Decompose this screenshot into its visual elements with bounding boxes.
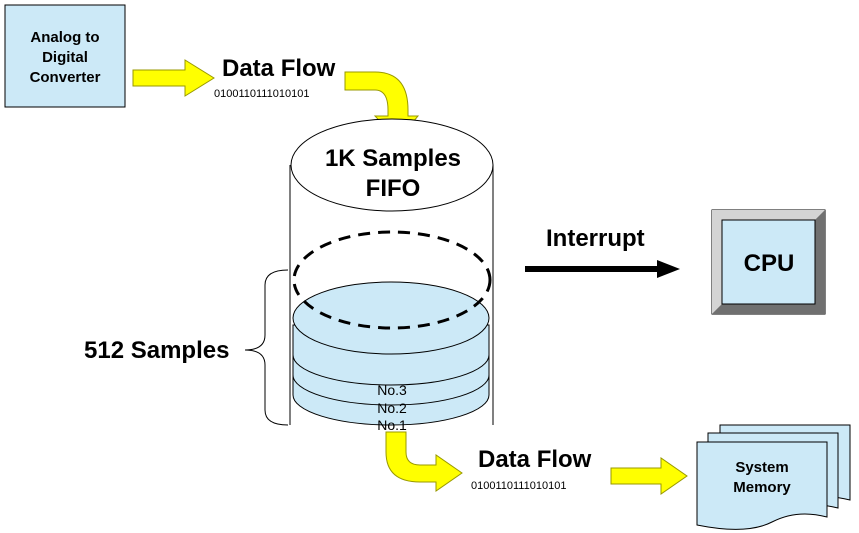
- layer-label-no1: No.1: [377, 417, 407, 433]
- cpu-box: CPU: [711, 209, 826, 315]
- adc-label-line2: Digital: [42, 49, 88, 66]
- bottom-data-flow-bits: 0100110111010101: [471, 480, 566, 492]
- threshold-ellipse: [292, 230, 492, 330]
- bottom-data-flow-label: Data Flow: [478, 446, 592, 473]
- fifo-label-line1: 1K Samples: [325, 145, 461, 172]
- adc-label-line1: Analog to: [30, 29, 99, 46]
- samples-label: 512 Samples: [84, 337, 229, 364]
- fifo-label-line2: FIFO: [366, 175, 421, 202]
- sample-layer-stack: [292, 281, 490, 426]
- interrupt-arrow: [525, 260, 680, 278]
- memory-input-arrow: [610, 457, 688, 495]
- top-data-flow-label: Data Flow: [222, 55, 336, 82]
- adc-output-arrow: [132, 59, 215, 97]
- samples-brace: [244, 269, 289, 426]
- memory-label-line1: System: [735, 459, 788, 476]
- layer-label-no2: No.2: [377, 400, 407, 416]
- fifo-cylinder: No.3 No.2 No.1 1K Samples FIFO: [289, 118, 494, 433]
- memory-label-line2: Memory: [733, 479, 791, 496]
- fifo-top-ellipse: [290, 118, 494, 212]
- adc-label-line3: Converter: [30, 69, 101, 86]
- top-data-flow-bits: 0100110111010101: [214, 88, 309, 100]
- system-memory-stack: System Memory: [696, 424, 851, 530]
- fifo-output-arrow: [385, 431, 463, 492]
- interrupt-label: Interrupt: [546, 225, 645, 252]
- layer-label-no3: No.3: [377, 382, 407, 398]
- adc-box: Analog to Digital Converter: [4, 4, 126, 108]
- cpu-label: CPU: [744, 250, 795, 277]
